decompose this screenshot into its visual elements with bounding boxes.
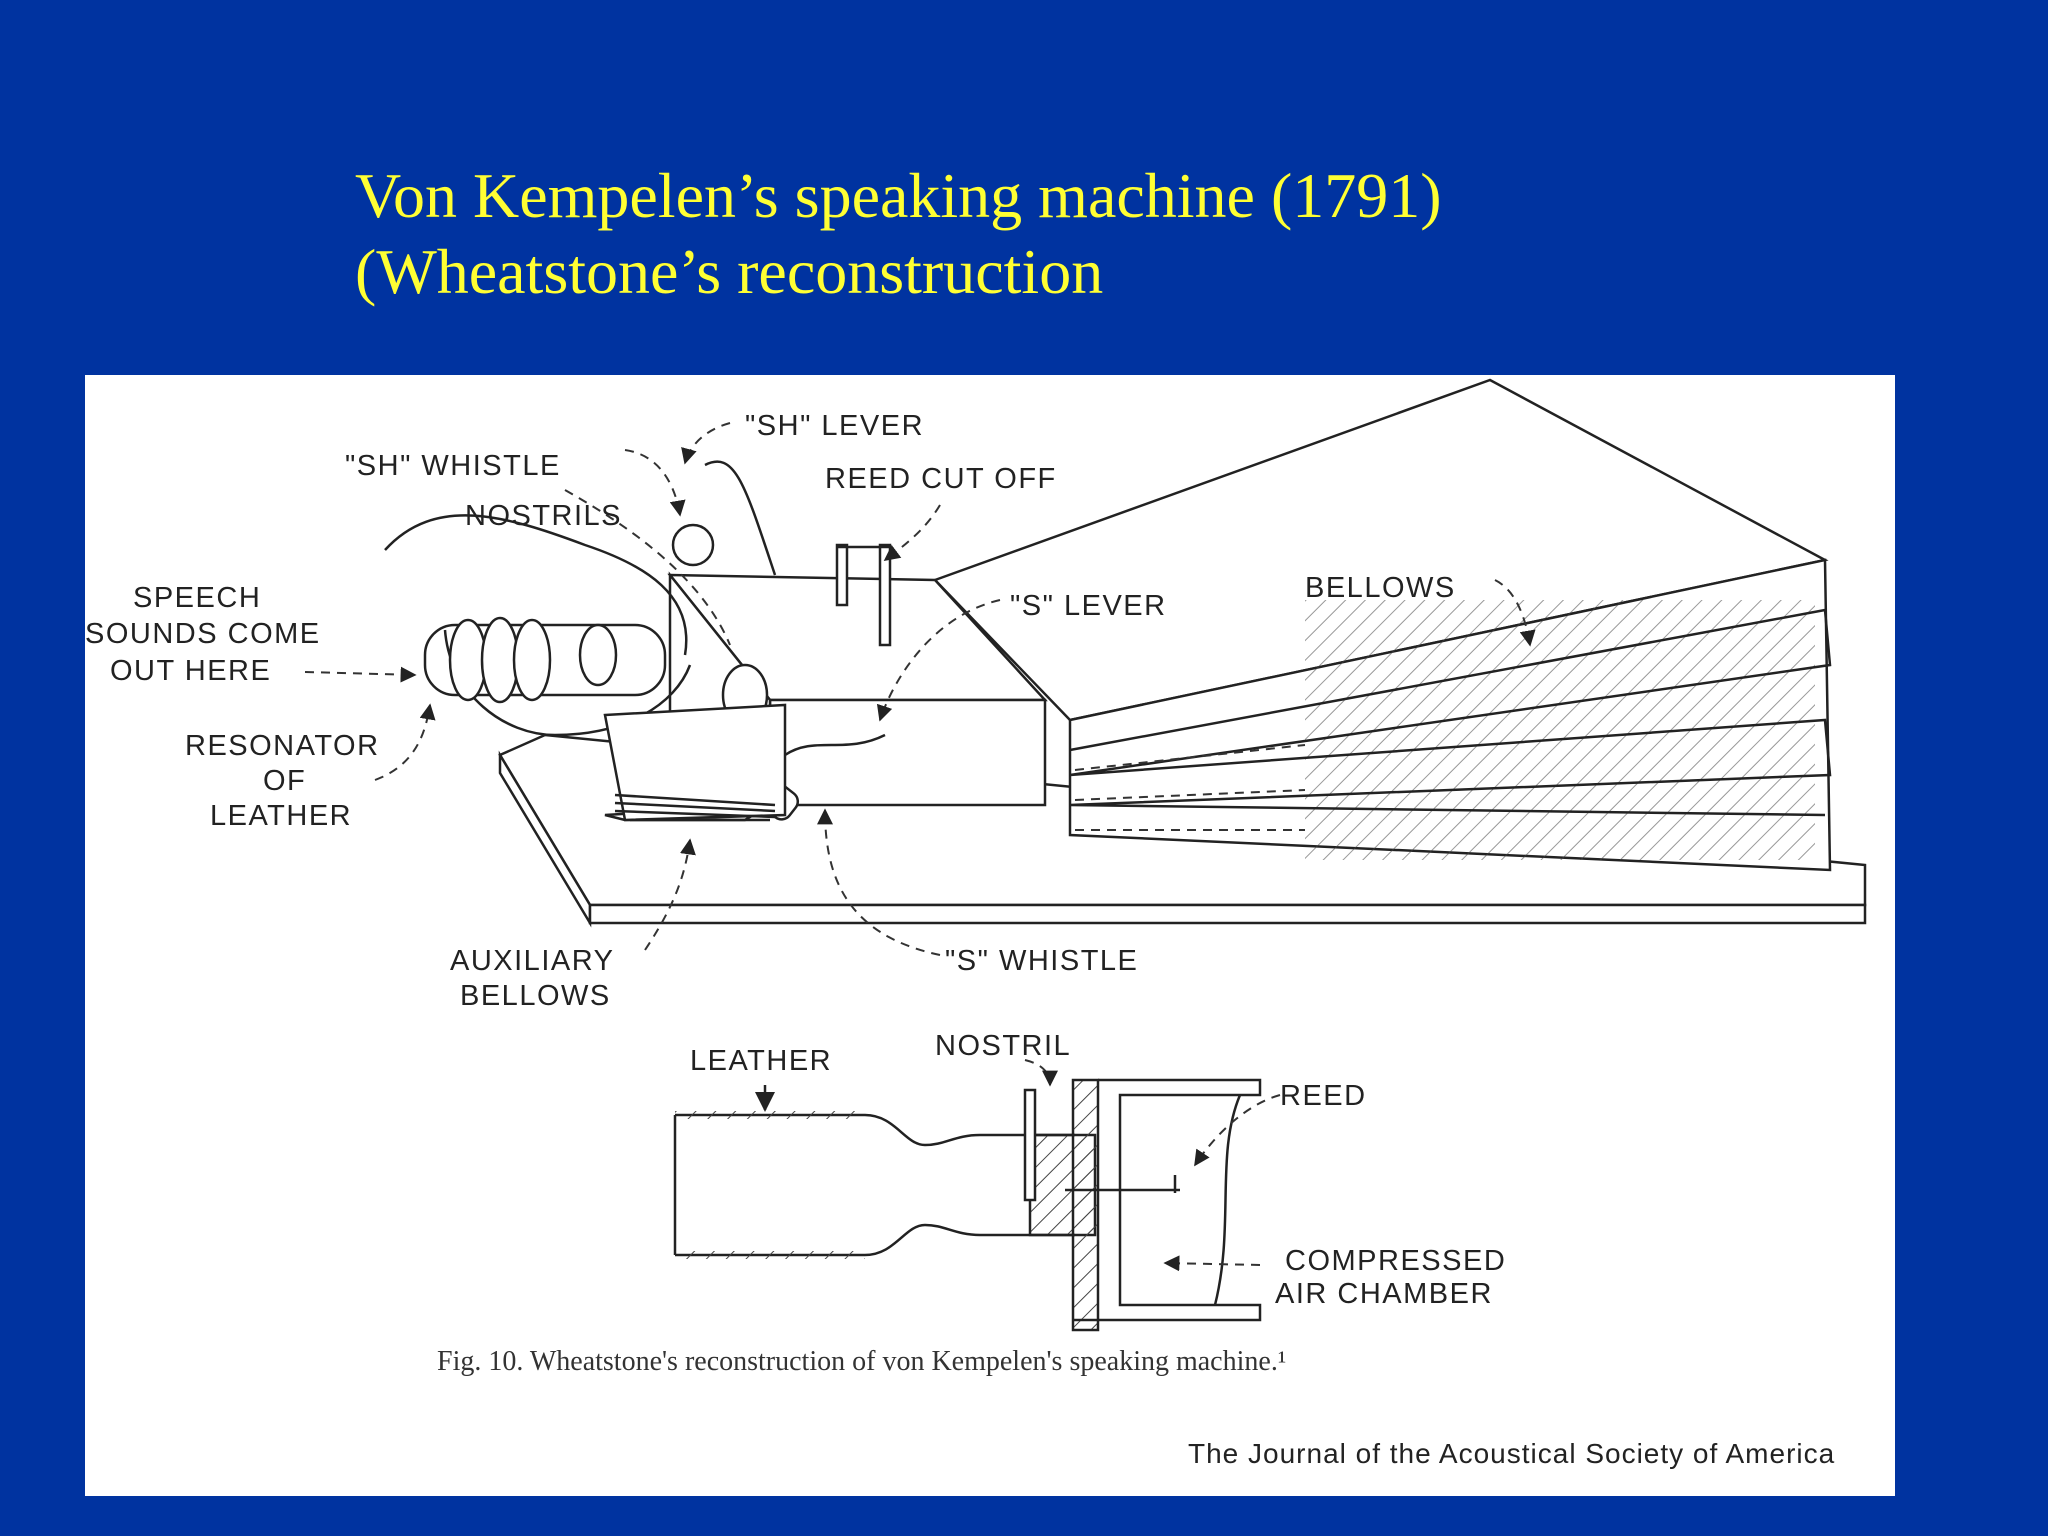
label-auxiliary-2: BELLOWS (460, 980, 611, 1012)
title-line-1: Von Kempelen’s speaking machine (1791) (355, 160, 1442, 231)
auxiliary-bellows-shape (603, 703, 787, 822)
resonator-and-hand (384, 514, 692, 737)
wind-box (604, 571, 1048, 822)
s-lever-shape (784, 733, 886, 757)
speaking-machine-diagram: "SH" LEVER "SH" WHISTLE REED CUT OFF NOS… (85, 378, 1867, 1469)
figure-caption: Fig. 10. Wheatstone's reconstruction of … (437, 1346, 1286, 1377)
diagram-labels: "SH" LEVER "SH" WHISTLE REED CUT OFF NOS… (85, 410, 1506, 1310)
leader-lines (304, 422, 1536, 956)
reed-cut-off-lever (835, 543, 892, 647)
label-speech-1: SPEECH (133, 582, 261, 614)
inset-cross-section (673, 1059, 1281, 1332)
label-resonator-2: OF (263, 765, 306, 797)
label-auxiliary-1: AUXILIARY (450, 945, 614, 977)
label-sh-lever: "SH" LEVER (745, 410, 924, 442)
label-resonator-3: LEATHER (210, 800, 352, 832)
bellows-shape (932, 378, 1832, 872)
label-resonator-1: RESONATOR (185, 730, 380, 762)
label-bellows: BELLOWS (1305, 572, 1456, 604)
label-nostril: NOSTRIL (935, 1030, 1071, 1062)
label-s-lever: "S" LEVER (1010, 590, 1167, 622)
label-leather: LEATHER (690, 1045, 832, 1077)
label-reed: REED (1280, 1080, 1367, 1112)
title-line-2: (Wheatstone’s reconstruction (355, 236, 1104, 307)
journal-credit: The Journal of the Acoustical Society of… (1188, 1438, 1835, 1469)
label-s-whistle: "S" WHISTLE (945, 945, 1138, 977)
sh-whistle-knob (671, 523, 715, 567)
label-speech-2: SOUNDS COME (85, 618, 321, 650)
label-sh-whistle: "SH" WHISTLE (345, 450, 561, 482)
label-compressed-2: AIR CHAMBER (1275, 1278, 1493, 1310)
diagram-figure: "SH" LEVER "SH" WHISTLE REED CUT OFF NOS… (85, 375, 1895, 1496)
sh-lever-shape (704, 460, 777, 576)
label-nostrils: NOSTRILS (465, 500, 622, 532)
slide-title: Von Kempelen’s speaking machine (1791) (… (355, 158, 1442, 310)
label-reed-cut-off: REED CUT OFF (825, 463, 1057, 495)
label-compressed-1: COMPRESSED (1285, 1245, 1506, 1277)
label-speech-3: OUT HERE (110, 655, 271, 687)
